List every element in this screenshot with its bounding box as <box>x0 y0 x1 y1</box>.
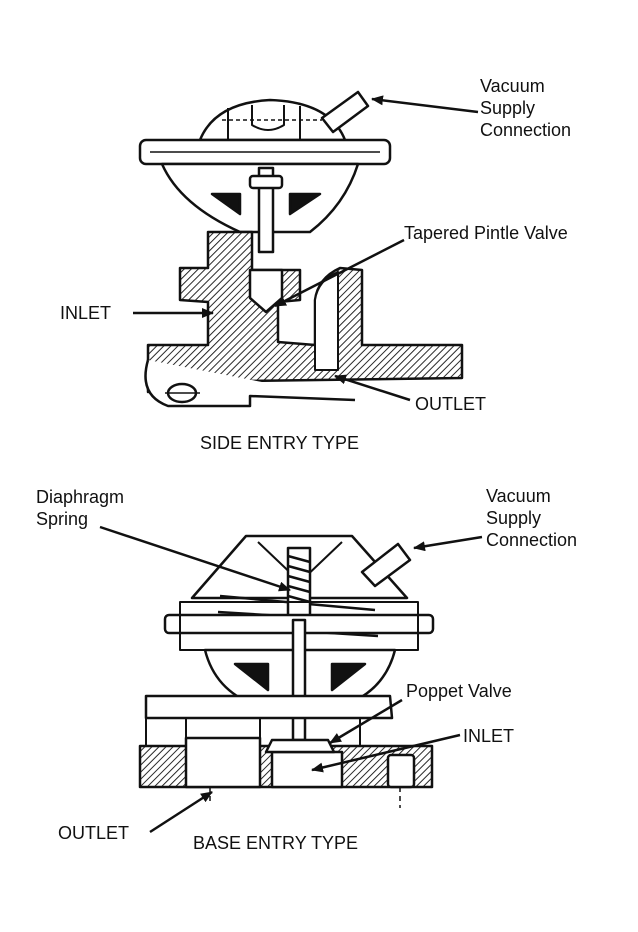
diaphragm-spring-label: Diaphragm Spring <box>36 486 124 530</box>
base-mount-plate <box>144 694 394 720</box>
side-vacuum-supply-label: Vacuum Supply Connection <box>480 75 571 141</box>
side-mount-foot <box>144 359 356 408</box>
poppet <box>264 738 336 754</box>
poppet-valve-label: Poppet Valve <box>406 681 512 701</box>
base-vacuum-supply-label: Vacuum Supply Connection <box>486 485 577 551</box>
side-outlet-label: OUTLET <box>415 394 487 414</box>
base-inlet-label: INLET <box>463 726 515 746</box>
tapered-pintle-valve-label: Tapered Pintle Valve <box>404 223 568 243</box>
side-entry-caption: SIDE ENTRY TYPE <box>200 433 360 453</box>
base-entry-leaders <box>99 525 483 834</box>
base-outlet-label: OUTLET <box>58 823 130 843</box>
side-vacuum-nipple <box>320 90 370 134</box>
side-vacuum-line-1: Vacuum <box>480 76 545 96</box>
side-vacuum-line-3: Connection <box>480 120 572 140</box>
base-vacuum-line-2: Supply <box>486 508 542 528</box>
spring-line-1: Diaphragm <box>36 487 125 507</box>
base-vacuum-nipple <box>360 542 412 588</box>
side-entry-valve <box>138 90 464 408</box>
base-entry-caption: BASE ENTRY TYPE <box>193 833 359 853</box>
side-pintle <box>248 268 284 314</box>
base-valve-stem <box>291 618 307 742</box>
side-inlet-label: INLET <box>60 303 112 323</box>
base-vacuum-line-1: Vacuum <box>486 486 551 506</box>
side-vacuum-line-2: Supply <box>480 98 536 118</box>
spring-line-2: Spring <box>36 509 89 529</box>
base-entry-valve <box>138 534 435 808</box>
side-entry-leaders <box>133 95 479 402</box>
base-vacuum-line-3: Connection <box>486 530 578 550</box>
